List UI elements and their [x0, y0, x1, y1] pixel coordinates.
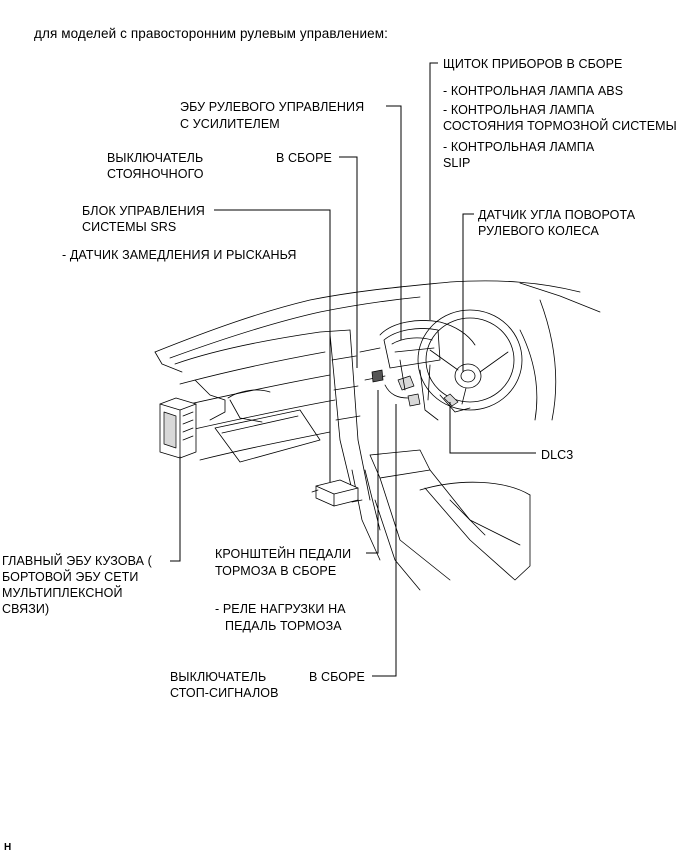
label-abs-lamp: - КОНТРОЛЬНАЯ ЛАМПА ABS [443, 84, 624, 98]
label-relay-1: - РЕЛЕ НАГРУЗКИ НА [215, 602, 346, 616]
label-slip-lamp-1: - КОНТРОЛЬНАЯ ЛАМПА [443, 140, 595, 154]
label-srs-unit-2: СИСТЕМЫ SRS [82, 220, 177, 234]
label-pedal-bracket-2: ТОРМОЗА В СБОРЕ [215, 564, 337, 578]
label-body-ecu-3: МУЛЬТИПЛЕКСНОЙ [2, 586, 123, 600]
label-brake-lamp-1: - КОНТРОЛЬНАЯ ЛАМПА [443, 103, 595, 117]
label-stop-switch-1: ВЫКЛЮЧАТЕЛЬ [170, 670, 267, 684]
figure-code: H [4, 842, 12, 853]
label-dlc3: DLC3 [541, 448, 574, 462]
label-brake-lamp-2: СОСТОЯНИЯ ТОРМОЗНОЙ СИСТЕМЫ [443, 119, 677, 133]
label-instrument-cluster: ЩИТОК ПРИБОРОВ В СБОРЕ [443, 57, 623, 71]
label-power-steering-1: ЭБУ РУЛЕВОГО УПРАВЛЕНИЯ [180, 100, 365, 114]
leader-lines [170, 62, 536, 677]
label-yaw-sensor: - ДАТЧИК ЗАМЕДЛЕНИЯ И РЫСКАНЬЯ [62, 248, 297, 262]
label-srs-unit-1: БЛОК УПРАВЛЕНИЯ [82, 204, 205, 218]
label-body-ecu-1: ГЛАВНЫЙ ЭБУ КУЗОВА ( [2, 554, 152, 568]
body-ecu-part [159, 397, 197, 459]
label-body-ecu-4: СВЯЗИ) [2, 602, 50, 616]
label-parking-switch-1: ВЫКЛЮЧАТЕЛЬ [107, 151, 204, 165]
label-pedal-bracket-1: КРОНШТЕЙН ПЕДАЛИ [215, 547, 352, 561]
label-parking-switch-3: В СБОРЕ [276, 151, 332, 165]
label-slip-lamp-2: SLIP [443, 156, 471, 170]
label-power-steering-2: С УСИЛИТЕЛЕМ [180, 117, 280, 131]
srs-unit-part [311, 479, 363, 507]
page-title: для моделей с правосторонним рулевым упр… [34, 26, 388, 41]
label-parking-switch-2: СТОЯНОЧНОГО [107, 167, 204, 181]
label-steering-sensor-1: ДАТЧИК УГЛА ПОВОРОТА [478, 208, 636, 222]
label-body-ecu-2: БОРТОВОЙ ЭБУ СЕТИ [2, 570, 139, 584]
label-stop-switch-3: В СБОРЕ [309, 670, 365, 684]
label-steering-sensor-2: РУЛЕВОГО КОЛЕСА [478, 224, 599, 238]
label-stop-switch-2: СТОП-СИГНАЛОВ [170, 686, 279, 700]
dashboard-drawing [154, 280, 601, 591]
label-relay-2: ПЕДАЛЬ ТОРМОЗА [225, 619, 342, 633]
